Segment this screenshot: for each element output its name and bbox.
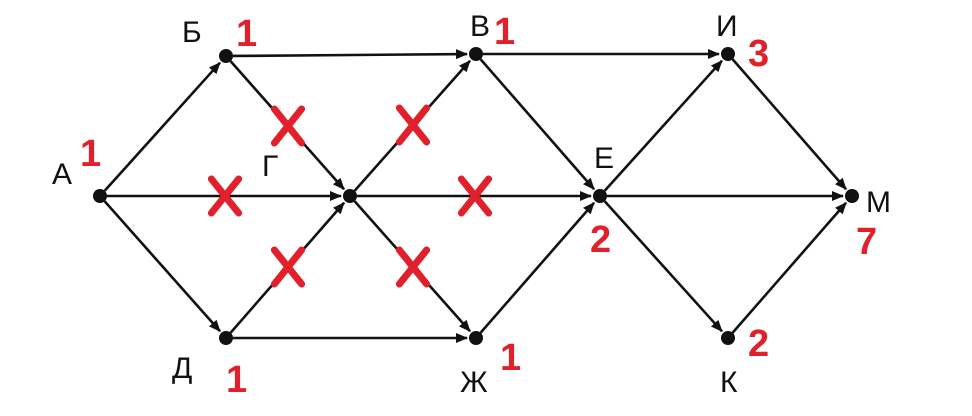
node-label-M: М [866, 186, 891, 219]
edge-E-I [603, 59, 723, 192]
node-label-ZH: Ж [460, 366, 488, 399]
edge-ZH-E [479, 201, 596, 334]
node-label-I: И [716, 10, 738, 43]
path-count-A: 1 [80, 133, 101, 175]
path-count-K: 2 [748, 323, 769, 365]
edge-V-E [479, 58, 596, 191]
cross-mark-D-G [270, 246, 306, 288]
node-E [593, 189, 607, 203]
node-label-D: Д [172, 352, 192, 385]
node-label-G: Г [262, 150, 278, 183]
node-A [93, 189, 107, 203]
edge-A-B [103, 61, 221, 192]
edge-A-D [103, 200, 221, 333]
cross-mark-G-V [395, 104, 431, 146]
path-count-ZH: 1 [500, 337, 521, 379]
node-I [721, 47, 735, 61]
cross-mark-G-E [457, 175, 493, 217]
node-label-B: Б [182, 16, 202, 49]
edge-I-M [731, 58, 848, 191]
path-count-V: 1 [494, 11, 515, 53]
path-count-D: 1 [226, 359, 247, 401]
cross-mark-B-G [270, 105, 306, 147]
node-D [219, 331, 233, 345]
edge-E-K [603, 200, 723, 333]
path-count-M: 7 [856, 221, 877, 263]
path-count-I: 3 [748, 33, 769, 75]
node-G [343, 189, 357, 203]
node-ZH [469, 331, 483, 345]
node-V [469, 47, 483, 61]
path-count-E: 2 [590, 219, 611, 261]
cross-mark-A-G [207, 175, 243, 217]
node-label-E: Е [594, 142, 614, 175]
node-B [219, 49, 233, 63]
node-label-A: А [52, 158, 72, 191]
edges-layer [103, 49, 848, 343]
cross-mark-G-ZH [395, 246, 431, 288]
node-label-K: К [720, 366, 738, 399]
node-label-V: В [470, 10, 490, 43]
edge-K-M [731, 201, 848, 334]
edge-B-V [232, 49, 469, 60]
node-K [721, 331, 735, 345]
path-count-B: 1 [236, 13, 257, 55]
crosses-layer [207, 104, 493, 288]
nodes-layer [93, 47, 859, 345]
node-M [845, 189, 859, 203]
labels-layer: А Б В И Г Е М Д Ж К 1 1 1 3 2 7 1 1 2 [52, 10, 891, 401]
